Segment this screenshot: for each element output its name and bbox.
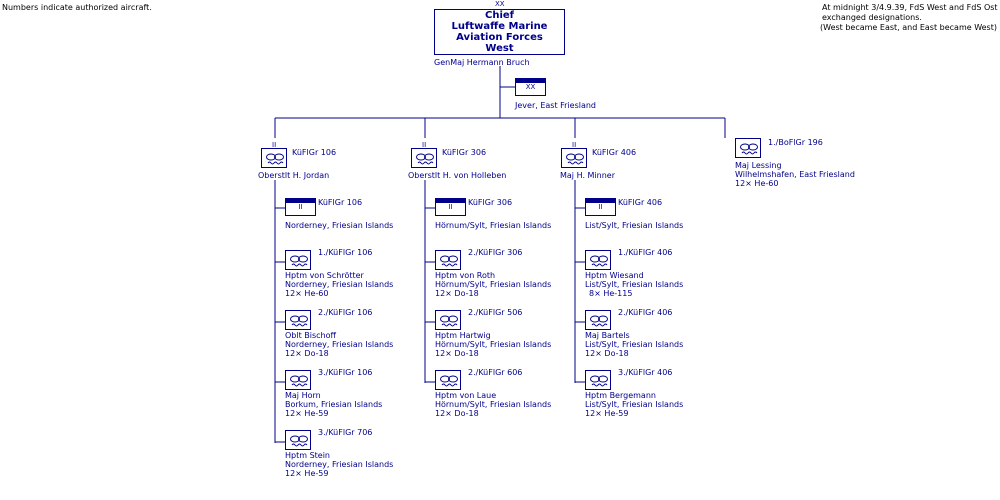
seaplane-unit-icon [285,250,311,270]
seaplane-unit-icon [585,370,611,390]
staffel-aircraft: 12× Do-18 [285,349,329,358]
seaplane-unit-icon [285,430,311,450]
staffel-location: List/Sylt, Friesian Islands [585,280,684,289]
chief-title-line-1: Chief [484,10,515,21]
seaplane-unit-icon [261,148,287,168]
group-echelon-mark: II [572,141,577,149]
staffel-name: 2./KüFlGr 506 [468,308,523,317]
staffel-name: 3./KüFlGr 406 [618,368,673,377]
seaplane-unit-icon [435,250,461,270]
chief-box: Chief Luftwaffe Marine Aviation Forces W… [434,9,565,55]
staffel-aircraft: 12× He-59 [585,409,629,418]
seaplane-unit-icon [285,310,311,330]
group-echelon-mark: II [422,141,427,149]
staffel-location: Hörnum/Sylt, Friesian Islands [435,280,552,289]
group-hq-name: KüFlGr 306 [468,198,513,207]
note-authorized-aircraft: Numbers indicate authorized aircraft. [2,3,152,12]
staffel-name: 2./KüFlGr 606 [468,368,523,377]
group-hq-mark: II [298,203,303,211]
staffel-name: 3./KüFlGr 706 [318,428,373,437]
chief-title-line-2: Luftwaffe Marine [451,21,548,32]
note-designation-line-1: At midnight 3/4.9.39, FdS West and FdS O… [822,3,998,12]
group-hq-location: Norderney, Friesian Islands [285,221,394,230]
group-hq-mark: II [448,203,453,211]
staffel-commander: Hptm von Roth [435,271,496,280]
chief-commander: GenMaj Hermann Bruch [434,58,530,67]
staffel-location: List/Sylt, Friesian Islands [585,400,684,409]
staffel-aircraft: 12× Do-18 [435,409,479,418]
staffel-aircraft: 12× He-60 [285,289,329,298]
staffel-commander: Hptm Hartwig [435,331,491,340]
independent-staffel-commander: Maj Lessing [735,161,782,170]
staffel-commander: Maj Horn [285,391,321,400]
staffel-location: Norderney, Friesian Islands [285,280,394,289]
staffel-aircraft: 8× He-115 [589,289,633,298]
note-designation-line-3: (West became East, and East became West) [820,23,997,32]
staffel-aircraft: 12× Do-18 [435,289,479,298]
group-commander: Oberstlt H. Jordan [258,171,330,180]
staffel-commander: Hptm von Laue [435,391,497,400]
staffel-commander: Hptm Bergemann [585,391,656,400]
staffel-commander: Hptm Stein [285,451,330,460]
staffel-commander: Maj Bartels [585,331,630,340]
seaplane-unit-icon [411,148,437,168]
chief-hq-mark: XX [525,83,536,91]
staffel-name: 2./KüFlGr 406 [618,308,673,317]
staffel-aircraft: 12× Do-18 [585,349,629,358]
staffel-commander: Hptm Wiesand [585,271,644,280]
staffel-name: 1./KüFlGr 106 [318,248,373,257]
group-hq-symbol: II [585,198,616,216]
group-name: KüFlGr 406 [592,148,637,157]
group-hq-location: List/Sylt, Friesian Islands [585,221,684,230]
group-hq-mark: II [598,203,603,211]
chief-echelon-mark: XX [495,0,505,8]
group-hq-symbol: II [435,198,466,216]
staffel-aircraft: 12× He-59 [285,409,329,418]
staffel-location: Hörnum/Sylt, Friesian Islands [435,400,552,409]
staffel-commander: Oblt Bischoff [285,331,337,340]
group-echelon-mark: II [272,141,277,149]
staffel-commander: Hptm von Schrötter [285,271,364,280]
staffel-name: 3./KüFlGr 106 [318,368,373,377]
independent-staffel-aircraft: 12× He-60 [735,179,779,188]
seaplane-unit-icon [585,250,611,270]
independent-staffel-name: 1./BoFlGr 196 [768,138,823,147]
chief-hq-symbol: XX [515,78,546,96]
group-hq-symbol: II [285,198,316,216]
note-designation-line-2: exchanged designations. [822,13,922,22]
group-name: KüFlGr 106 [292,148,337,157]
seaplane-unit-icon [561,148,587,168]
staffel-name: 2./KüFlGr 106 [318,308,373,317]
chief-title-line-4: West [485,43,514,54]
chief-hq-location: Jever, East Friesland [515,101,597,110]
seaplane-unit-icon [285,370,311,390]
group-hq-location: Hörnum/Sylt, Friesian Islands [435,221,552,230]
staffel-aircraft: 12× Do-18 [435,349,479,358]
independent-staffel-location: Wilhelmshafen, East Friesland [735,170,855,179]
group-commander: Oberstlt H. von Holleben [408,171,507,180]
staffel-location: Norderney, Friesian Islands [285,460,394,469]
group-name: KüFlGr 306 [442,148,487,157]
staffel-name: 1./KüFlGr 406 [618,248,673,257]
staffel-aircraft: 12× He-59 [285,469,329,478]
group-hq-name: KüFlGr 106 [318,198,363,207]
seaplane-unit-icon [435,310,461,330]
seaplane-unit-icon [735,138,761,158]
seaplane-unit-icon [585,310,611,330]
seaplane-unit-icon [435,370,461,390]
staffel-location: Norderney, Friesian Islands [285,340,394,349]
chief-title-line-3: Aviation Forces [456,32,543,43]
group-commander: Maj H. Minner [560,171,616,180]
staffel-name: 2./KüFlGr 306 [468,248,523,257]
group-hq-name: KüFlGr 406 [618,198,663,207]
staffel-location: Borkum, Friesian Islands [285,400,383,409]
staffel-location: Hörnum/Sylt, Friesian Islands [435,340,552,349]
staffel-location: List/Sylt, Friesian Islands [585,340,684,349]
